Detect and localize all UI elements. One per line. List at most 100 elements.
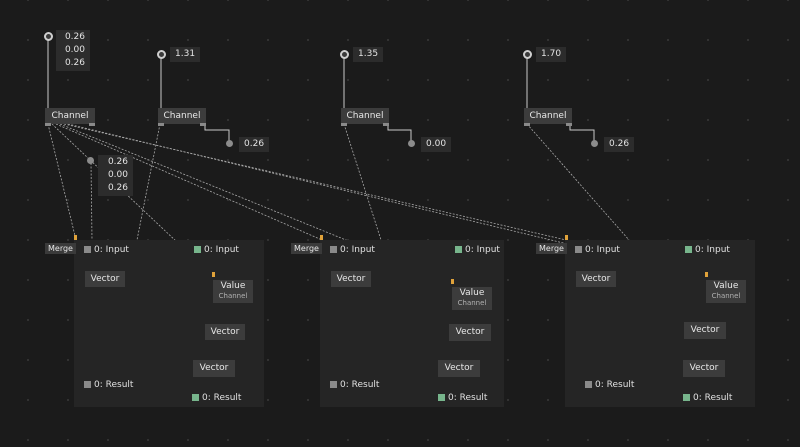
result-label: 0: Result xyxy=(202,393,242,403)
channel-1-output-dot[interactable] xyxy=(87,157,94,164)
panel-1-result-left[interactable]: 0: Result xyxy=(84,380,133,390)
result-label: 0: Result xyxy=(595,380,635,390)
vector-label: Vector xyxy=(336,274,366,284)
panel-1-input-left[interactable]: 0: Input xyxy=(84,245,129,255)
channel-output-port[interactable] xyxy=(341,123,347,126)
source-4-value[interactable]: 1.70 xyxy=(536,47,567,62)
value-title: Value xyxy=(713,281,739,291)
source-1-value-z[interactable]: 0.26 xyxy=(64,58,85,68)
channel-node-3[interactable]: Channel xyxy=(341,108,389,126)
panel-2-vector-middle[interactable]: Vector xyxy=(449,324,491,341)
source-1-value-y[interactable]: 0.00 xyxy=(64,45,85,55)
input-label: 0: Input xyxy=(204,245,239,255)
source-2-handle[interactable] xyxy=(157,50,166,59)
panel-3-value-node[interactable]: Value Channel xyxy=(706,280,746,303)
input-label: 0: Input xyxy=(94,245,129,255)
port-icon xyxy=(84,246,91,253)
port-icon xyxy=(585,381,592,388)
vector-label: Vector xyxy=(210,327,240,337)
port-icon xyxy=(194,246,201,253)
panel-2-input-left[interactable]: 0: Input xyxy=(330,245,375,255)
port-icon xyxy=(575,246,582,253)
source-1-handle[interactable] xyxy=(44,32,53,41)
input-label: 0: Input xyxy=(585,245,620,255)
source-1-value-x[interactable]: 0.26 xyxy=(64,32,85,42)
channel-output-port[interactable] xyxy=(200,123,206,126)
result-label: 0: Result xyxy=(693,393,733,403)
shared-value-y[interactable]: 0.00 xyxy=(107,170,128,180)
result-label: 0: Result xyxy=(94,380,134,390)
value-marker-icon xyxy=(451,279,454,284)
merge-marker-icon xyxy=(74,235,77,240)
value-marker-icon xyxy=(705,272,708,277)
panel-1-vector-bottom[interactable]: Vector xyxy=(193,360,235,377)
vector-label: Vector xyxy=(690,325,720,335)
panel-2-vector-bottom[interactable]: Vector xyxy=(438,360,480,377)
port-icon xyxy=(84,381,91,388)
channel-output-port[interactable] xyxy=(158,123,164,126)
channel-4-output-dot[interactable] xyxy=(591,140,598,147)
port-icon xyxy=(438,394,445,401)
channel-output-port[interactable] xyxy=(45,123,51,126)
channel-4-output-value[interactable]: 0.26 xyxy=(604,137,635,152)
channel-output-port[interactable] xyxy=(383,123,389,126)
channel-output-port[interactable] xyxy=(566,123,572,126)
shared-values: 0.26 0.00 0.26 xyxy=(98,155,133,196)
port-icon xyxy=(192,394,199,401)
panel-3-vector-middle[interactable]: Vector xyxy=(684,322,726,339)
panel-3-result-left[interactable]: 0: Result xyxy=(585,380,634,390)
vector-label: Vector xyxy=(444,363,474,373)
vector-label: Vector xyxy=(455,327,485,337)
panel-1-result-right[interactable]: 0: Result xyxy=(192,393,241,403)
panel-2-vector-left[interactable]: Vector xyxy=(331,271,371,287)
panel-1-vector-middle[interactable]: Vector xyxy=(205,324,245,340)
port-icon xyxy=(330,246,337,253)
panel-3-result-right[interactable]: 0: Result xyxy=(683,393,732,403)
panel-3-input-left[interactable]: 0: Input xyxy=(575,245,620,255)
channel-3-output-dot[interactable] xyxy=(408,140,415,147)
panel-3-vector-left[interactable]: Vector xyxy=(576,271,616,287)
source-3-value[interactable]: 1.35 xyxy=(353,47,384,62)
source-2-value[interactable]: 1.31 xyxy=(170,47,201,62)
result-label: 0: Result xyxy=(340,380,380,390)
panel-3-input-right[interactable]: 0: Input xyxy=(685,245,730,255)
channel-2-output-value[interactable]: 0.26 xyxy=(239,137,270,152)
shared-value-z[interactable]: 0.26 xyxy=(107,183,128,193)
vector-label: Vector xyxy=(199,363,229,373)
panel-2-value-node[interactable]: Value Channel xyxy=(452,287,492,310)
port-icon xyxy=(455,246,462,253)
panel-1-input-right[interactable]: 0: Input xyxy=(194,245,239,255)
input-label: 0: Input xyxy=(465,245,500,255)
shared-value-x[interactable]: 0.26 xyxy=(107,157,128,167)
value-subtitle: Channel xyxy=(457,299,487,307)
value-subtitle: Channel xyxy=(711,292,741,300)
panel-1-value-node[interactable]: Value Channel xyxy=(213,280,253,303)
vector-label: Vector xyxy=(581,274,611,284)
vector-label: Vector xyxy=(689,363,719,373)
channel-2-output-dot[interactable] xyxy=(226,140,233,147)
result-label: 0: Result xyxy=(448,393,488,403)
channel-node-4[interactable]: Channel xyxy=(524,108,572,126)
merge-label-2[interactable]: Merge xyxy=(291,243,322,254)
channel-node-2[interactable]: Channel xyxy=(158,108,206,126)
channel-output-port[interactable] xyxy=(524,123,530,126)
panel-2-result-right[interactable]: 0: Result xyxy=(438,393,487,403)
channel-node-1[interactable]: Channel xyxy=(45,108,95,126)
port-icon xyxy=(683,394,690,401)
source-3-handle[interactable] xyxy=(340,50,349,59)
panel-2-result-left[interactable]: 0: Result xyxy=(330,380,379,390)
source-4-handle[interactable] xyxy=(523,50,532,59)
channel-output-port[interactable] xyxy=(89,123,95,126)
panel-1-vector-left[interactable]: Vector xyxy=(85,271,125,287)
merge-marker-icon xyxy=(565,235,568,240)
input-label: 0: Input xyxy=(340,245,375,255)
panel-3-vector-bottom[interactable]: Vector xyxy=(683,360,725,377)
merge-label-1[interactable]: Merge xyxy=(45,243,76,254)
channel-node-label: Channel xyxy=(346,111,384,121)
value-subtitle: Channel xyxy=(218,292,248,300)
merge-label-3[interactable]: Merge xyxy=(536,243,567,254)
panel-2-input-right[interactable]: 0: Input xyxy=(455,245,500,255)
value-title: Value xyxy=(220,281,246,291)
port-icon xyxy=(330,381,337,388)
channel-3-output-value[interactable]: 0.00 xyxy=(421,137,452,152)
